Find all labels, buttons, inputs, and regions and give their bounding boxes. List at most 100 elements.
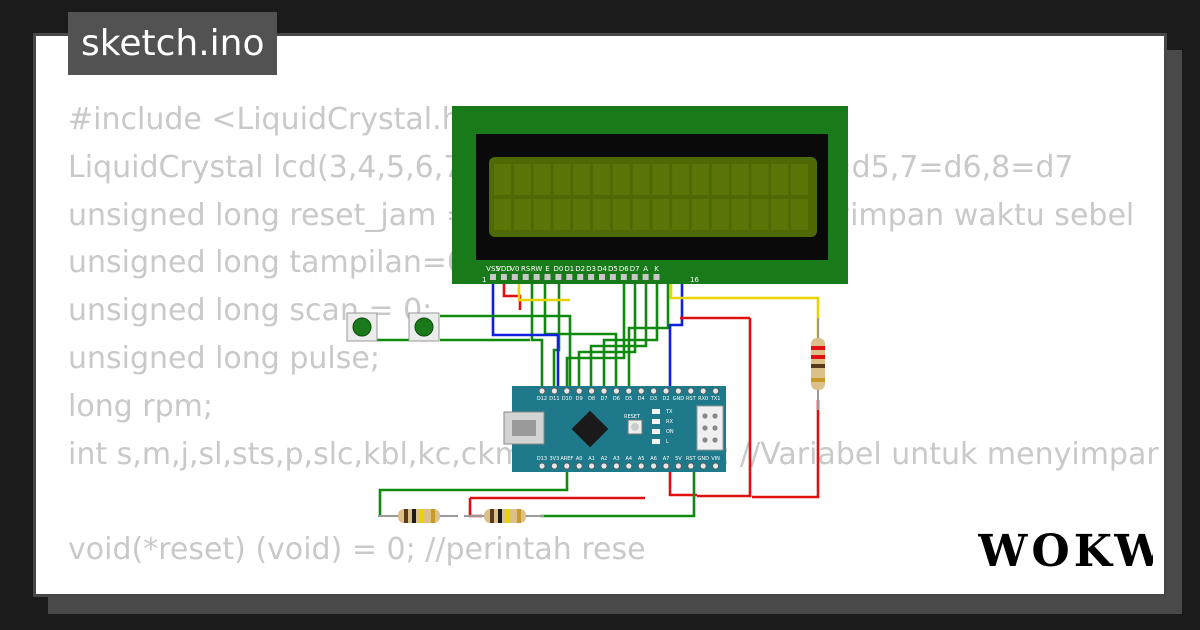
lcd-char-cell: [791, 199, 808, 230]
lcd-char-cell: [692, 199, 709, 230]
lcd-char-cell: [672, 199, 690, 230]
nano-pin[interactable]: [712, 387, 719, 395]
nano-pin[interactable]: [600, 387, 608, 395]
lcd-pin[interactable]: [522, 274, 529, 280]
nano-pin[interactable]: [575, 462, 583, 470]
nano-pin-label: D10: [562, 396, 572, 402]
label-reset: RESET: [624, 414, 641, 420]
nano-pin[interactable]: [662, 462, 670, 470]
code-line: unsigned long tampilan=0;: [68, 245, 477, 281]
nano-pin[interactable]: [600, 462, 608, 470]
nano-pin-label: A7: [663, 456, 670, 462]
nano-pin[interactable]: [637, 387, 645, 395]
nano-pin[interactable]: [699, 387, 707, 395]
label-l: L: [666, 439, 669, 445]
lcd-pin-label: K: [654, 265, 659, 273]
lcd-pin-label: D5: [608, 265, 618, 273]
resistor-band: [490, 509, 494, 523]
lcd-pin[interactable]: [599, 274, 605, 280]
lcd-char-cell: [771, 164, 789, 195]
nano-pin[interactable]: [687, 462, 695, 470]
lcd-char-cell: [751, 164, 769, 195]
wire: [697, 318, 752, 498]
icsp-pin: [702, 437, 708, 443]
resistor-band: [506, 509, 510, 523]
wire: [627, 280, 670, 391]
lcd-pin[interactable]: [620, 274, 627, 280]
nano-pin[interactable]: [675, 462, 682, 470]
lcd-char-cell: [652, 199, 670, 230]
pushbutton-2[interactable]: [408, 312, 440, 342]
nano-pin[interactable]: [662, 387, 670, 395]
lcd-pin[interactable]: [642, 274, 649, 280]
nano-pin[interactable]: [650, 387, 657, 395]
nano-pin[interactable]: [588, 462, 595, 470]
nano-pin[interactable]: [613, 462, 620, 470]
nano-pin-label: D12: [537, 396, 547, 402]
nano-pin-label: A3: [613, 456, 620, 462]
nano-pin[interactable]: [588, 387, 595, 395]
lcd-char-cell: [573, 199, 591, 230]
lcd-char-cell: [553, 199, 571, 230]
lcd-pin-label: D0: [553, 265, 563, 273]
lcd-pin[interactable]: [490, 274, 496, 280]
pushbutton-1[interactable]: [346, 312, 378, 342]
nano-pin-label: 3V3: [550, 456, 560, 462]
nano-pin[interactable]: [650, 462, 657, 470]
nano-pin-label: RST: [686, 396, 697, 402]
nano-pin-label: VIN: [711, 456, 720, 462]
lcd-pin[interactable]: [533, 274, 540, 280]
lcd-pin[interactable]: [577, 274, 584, 280]
label-rx: RX: [666, 419, 673, 425]
lcd-pin[interactable]: [555, 274, 562, 280]
nano-pin[interactable]: [575, 387, 583, 395]
lcd-char-cell: [513, 164, 531, 195]
nano-pin[interactable]: [699, 462, 707, 470]
nano-pin[interactable]: [538, 462, 546, 470]
nano-pin-label: D3: [650, 396, 657, 402]
wire: [577, 280, 637, 391]
lcd-pin[interactable]: [631, 274, 638, 280]
resistor-band: [404, 509, 408, 523]
nano-pin-label: A5: [638, 456, 645, 462]
wire: [468, 498, 482, 518]
nano-pin[interactable]: [687, 387, 695, 395]
led-l: [652, 439, 660, 444]
lcd-pin[interactable]: [588, 274, 595, 280]
nano-pin-label: AREF: [560, 456, 573, 462]
wire: [540, 466, 696, 518]
icsp-pin: [702, 425, 708, 431]
nano-pin[interactable]: [613, 387, 620, 395]
nano-pin[interactable]: [551, 387, 558, 395]
wire: [491, 280, 560, 391]
nano-pin[interactable]: [538, 387, 546, 395]
nano-pin[interactable]: [712, 462, 719, 470]
nano-pin[interactable]: [625, 387, 633, 395]
lcd-pin[interactable]: [609, 274, 616, 280]
nano-pin[interactable]: [675, 387, 682, 395]
lcd-pin[interactable]: [500, 274, 507, 280]
nano-pin[interactable]: [551, 462, 558, 470]
lcd-pin-label: D1: [564, 265, 574, 273]
lcd-pin[interactable]: [653, 274, 660, 280]
wire: [517, 280, 570, 302]
nano-pin[interactable]: [625, 462, 633, 470]
nano-pin[interactable]: [563, 387, 571, 395]
nano-pin[interactable]: [563, 462, 571, 470]
lcd-pin[interactable]: [566, 274, 573, 280]
resistor-body[interactable]: [398, 509, 440, 523]
lcd-pin[interactable]: [511, 274, 518, 280]
resistor-body[interactable]: [484, 509, 526, 523]
nano-pin[interactable]: [637, 462, 645, 470]
lcd-char-cell: [711, 199, 729, 230]
wire: [543, 280, 618, 391]
nano-pin-label: D13: [537, 456, 547, 462]
lcd-char-cell: [573, 164, 591, 195]
nano-pin-label: D5: [625, 396, 632, 402]
resistor-band: [517, 509, 521, 523]
wire: [668, 466, 697, 497]
lcd-pin[interactable]: [544, 274, 551, 280]
wire: [669, 280, 820, 342]
